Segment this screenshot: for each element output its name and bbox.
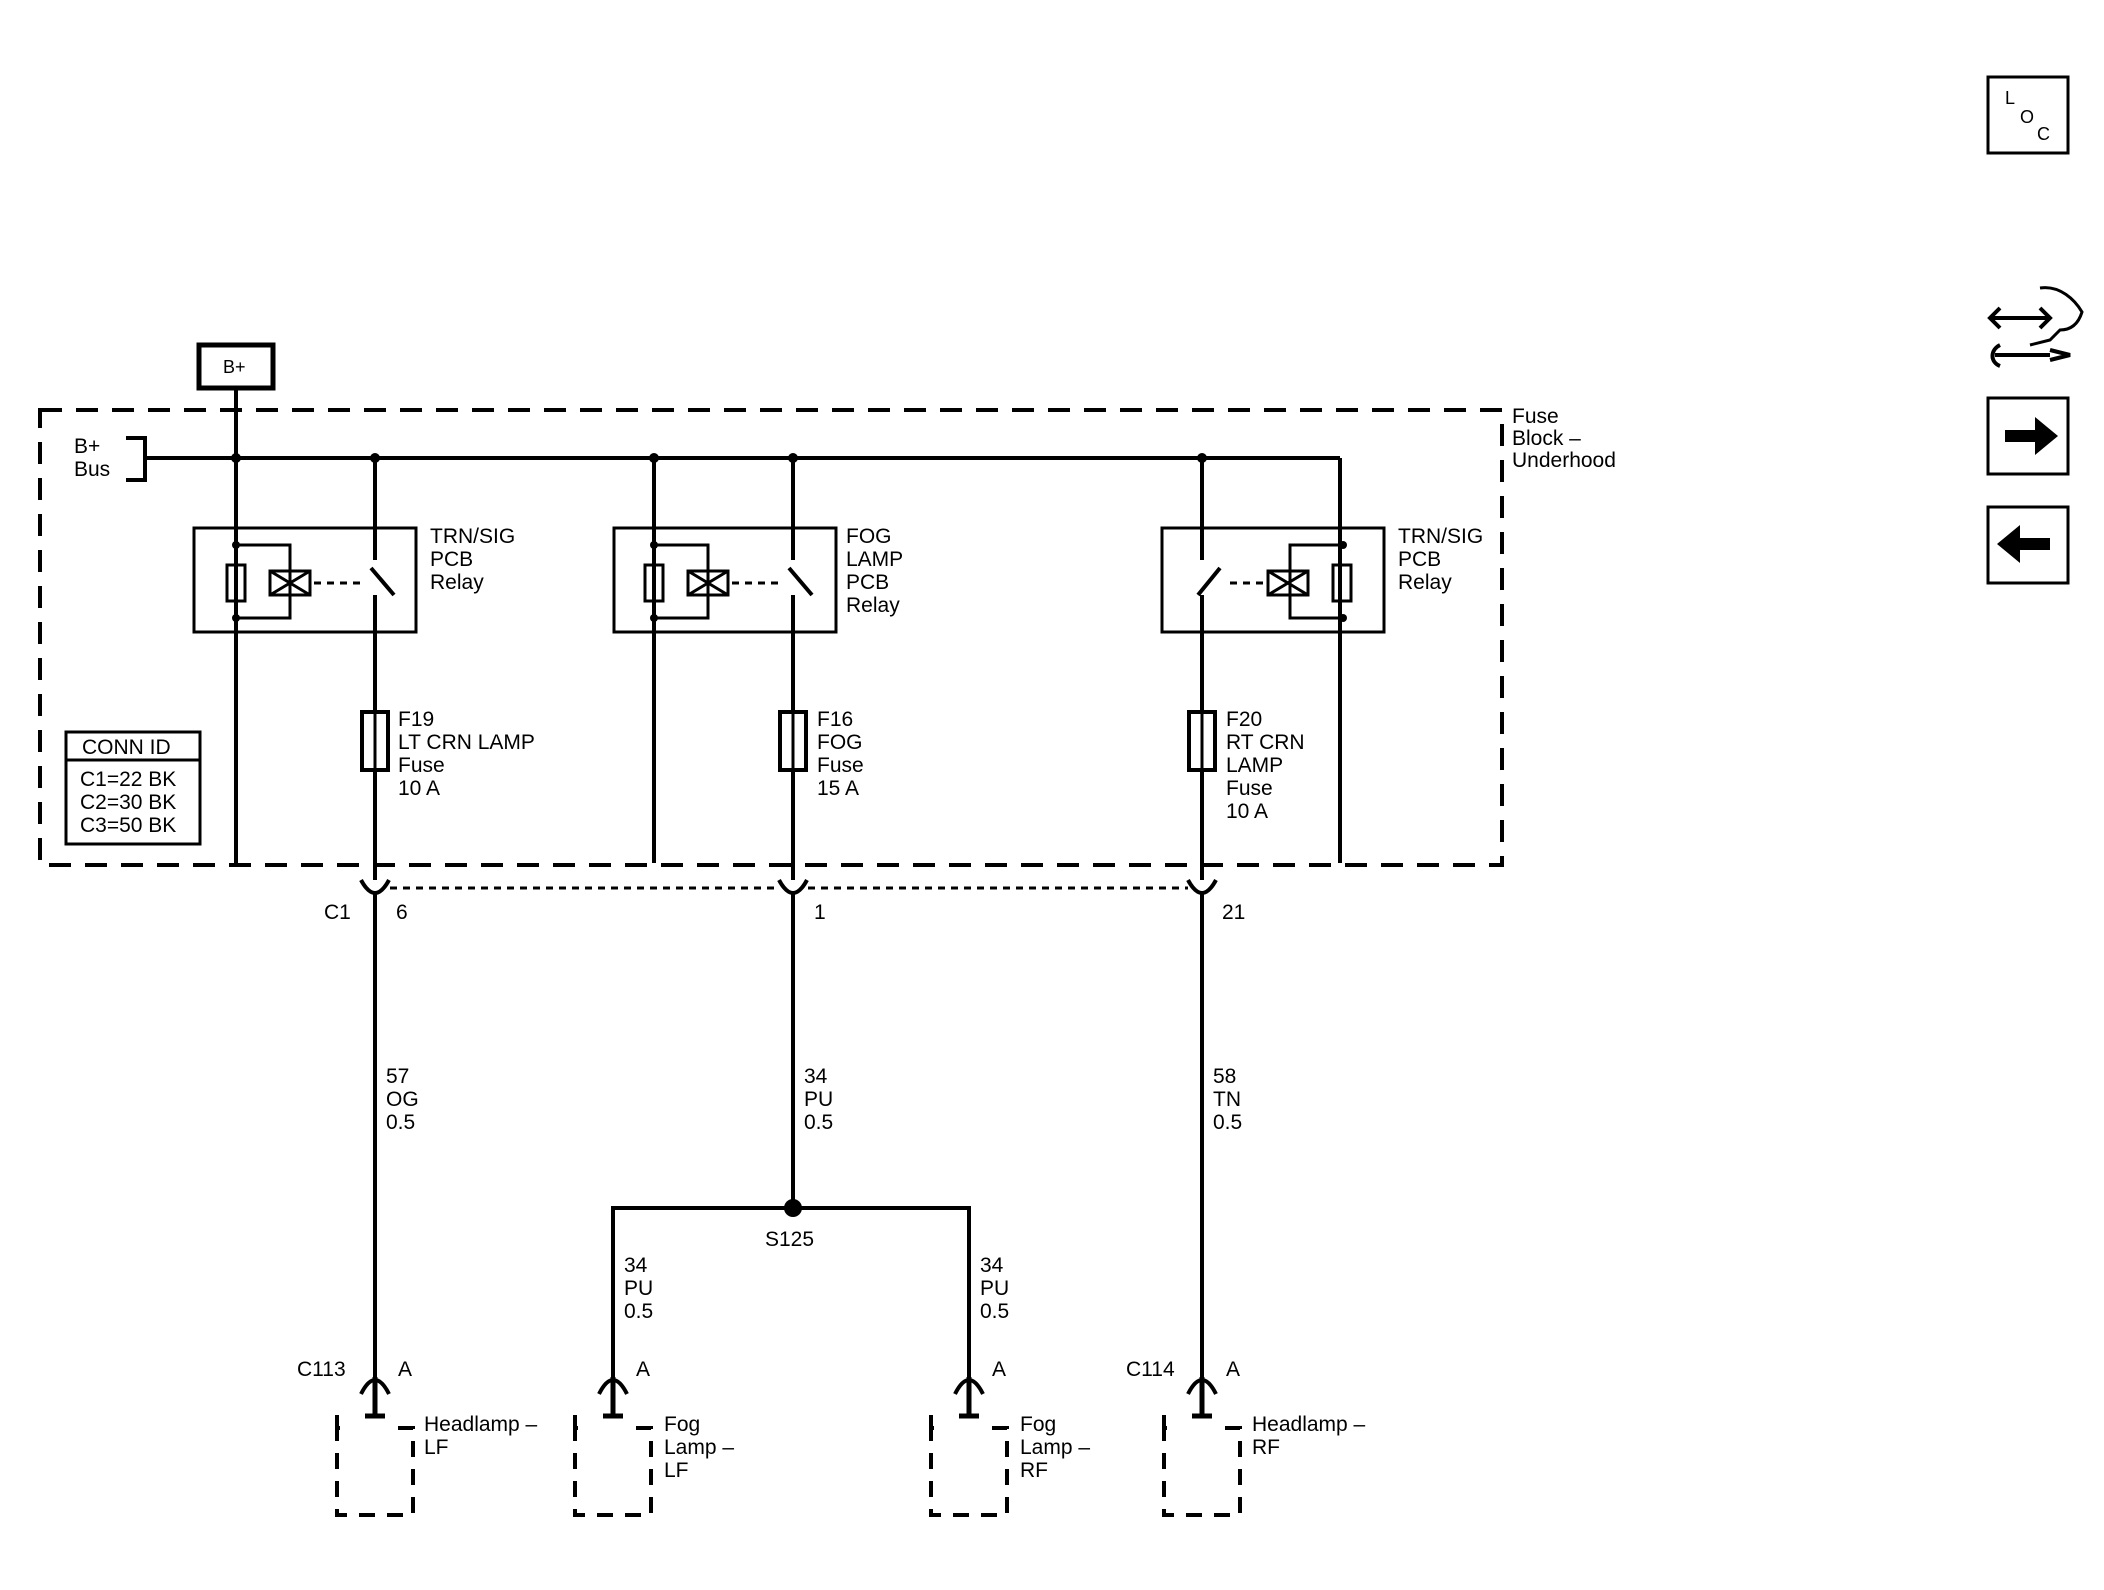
wire-fog-lf-gauge: 0.5 [624,1300,653,1323]
headlamp-rf-pin: A [1226,1358,1240,1381]
conn-id-table [64,730,202,846]
wire-fog-rf-circuit: 34 [980,1254,1004,1277]
wire-fog-lf-color: PU [624,1277,653,1300]
headlamp-rf [1162,1377,1242,1517]
headlamp-rf-label-1: Headlamp – [1252,1413,1366,1436]
fuse-f19 [360,710,390,772]
conn-id-row-1: C1=22 BK [80,768,176,791]
fuse-block-label-3: Underhood [1512,449,1616,472]
fog-lamp-lf [573,1377,653,1517]
wire-fog-rf-gauge: 0.5 [980,1300,1009,1323]
wire-fog-rf-color: PU [980,1277,1009,1300]
connector-c1-pin-6: 6 [396,901,408,924]
relay-right-label-2: PCB [1398,548,1441,571]
fuse-f20 [1187,710,1217,772]
fuse-f16-label-4: 15 A [817,777,859,800]
connector-c1 [359,863,1218,895]
next-page-button[interactable] [1986,396,2070,476]
prev-page-button[interactable] [1986,505,2070,585]
fog-lamp-lf-label-2: Lamp – [664,1436,734,1459]
wire-center-gauge: 0.5 [804,1111,833,1134]
loc-letter-c: C [2037,124,2050,144]
loc-button[interactable]: L O C [1986,75,2070,155]
headlamp-lf-label-2: LF [424,1436,449,1459]
headlamp-lf-pin: A [398,1358,412,1381]
relay-fog [612,458,838,863]
connector-c1-pin-21: 21 [1222,901,1245,924]
relay-left-label-1: TRN/SIG [430,525,515,548]
relay-right [1160,458,1386,863]
wire-center-circuit: 34 [804,1065,828,1088]
fuse-f16 [778,710,808,772]
relay-fog-label-4: Relay [846,594,900,617]
relay-fog-label-1: FOG [846,525,892,548]
wire-left-circuit: 57 [386,1065,409,1088]
fuse-f19-label-1: F19 [398,708,434,731]
fuse-f20-label-5: 10 A [1226,800,1268,823]
fuse-f20-label-3: LAMP [1226,754,1283,777]
fuse-f19-label-2: LT CRN LAMP [398,731,535,754]
relay-left-label-2: PCB [430,548,473,571]
battery-label: B+ [223,357,246,377]
relay-fog-label-2: LAMP [846,548,903,571]
fog-lamp-rf-label-1: Fog [1020,1413,1056,1436]
fuse-f16-label-3: Fuse [817,754,864,777]
relay-left [192,458,418,863]
splice-s125-label: S125 [765,1228,814,1251]
relay-right-label-1: TRN/SIG [1398,525,1483,548]
connector-c1-label: C1 [324,901,351,924]
arrow-left-icon [1997,525,2050,563]
loc-letter-l: L [2005,88,2015,108]
bus-label-1: B+ [74,435,100,458]
wire-right-color: TN [1213,1088,1241,1111]
conn-id-row-2: C2=30 BK [80,791,176,814]
fuse-block-label-2: Block – [1512,427,1581,450]
fog-lamp-rf-pin: A [992,1358,1006,1381]
splice-s125-dot [784,1199,802,1217]
fuse-f20-label-4: Fuse [1226,777,1273,800]
fuse-block-outline [38,408,1504,867]
fog-lamp-lf-label-1: Fog [664,1413,700,1436]
headlamp-rf-label-2: RF [1252,1436,1280,1459]
fuse-f16-label-2: FOG [817,731,863,754]
wire-left-gauge: 0.5 [386,1111,415,1134]
fog-lamp-rf-label-2: Lamp – [1020,1436,1090,1459]
fuse-f19-label-4: 10 A [398,777,440,800]
battery-positive-source: B+ [196,342,276,391]
fog-lamp-rf-label-3: RF [1020,1459,1048,1482]
fog-lamp-lf-label-3: LF [664,1459,689,1482]
relay-right-label-3: Relay [1398,571,1452,594]
fuse-f16-label-1: F16 [817,708,853,731]
fuse-block-label-1: Fuse [1512,405,1559,428]
loc-letter-o: O [2020,107,2034,127]
bus-bracket [126,436,147,482]
fuse-f20-label-2: RT CRN [1226,731,1305,754]
fuse-f20-label-1: F20 [1226,708,1262,731]
loc-icon[interactable] [1986,75,2070,155]
arrow-right-icon [2005,417,2058,455]
conn-id-row-3: C3=50 BK [80,814,176,837]
relay-fog-label-3: PCB [846,571,889,594]
fog-lamp-lf-pin: A [636,1358,650,1381]
connector-wrench-icon[interactable] [1987,286,2084,368]
headlamp-lf [335,1377,415,1517]
connector-c1-pin-1: 1 [814,901,826,924]
wire-center-color: PU [804,1088,833,1111]
wire-right-circuit: 58 [1213,1065,1236,1088]
wire-right-gauge: 0.5 [1213,1111,1242,1134]
wire-fog-lf-circuit: 34 [624,1254,648,1277]
bus-label-2: Bus [74,458,110,481]
fog-lamp-rf [929,1377,1009,1517]
fuse-f19-label-3: Fuse [398,754,445,777]
headlamp-rf-connector: C114 [1126,1358,1175,1381]
wire-left-color: OG [386,1088,419,1111]
headlamp-lf-label-1: Headlamp – [424,1413,538,1436]
relay-left-label-3: Relay [430,571,484,594]
conn-id-title: CONN ID [82,736,171,759]
headlamp-lf-connector: C113 [297,1358,346,1381]
